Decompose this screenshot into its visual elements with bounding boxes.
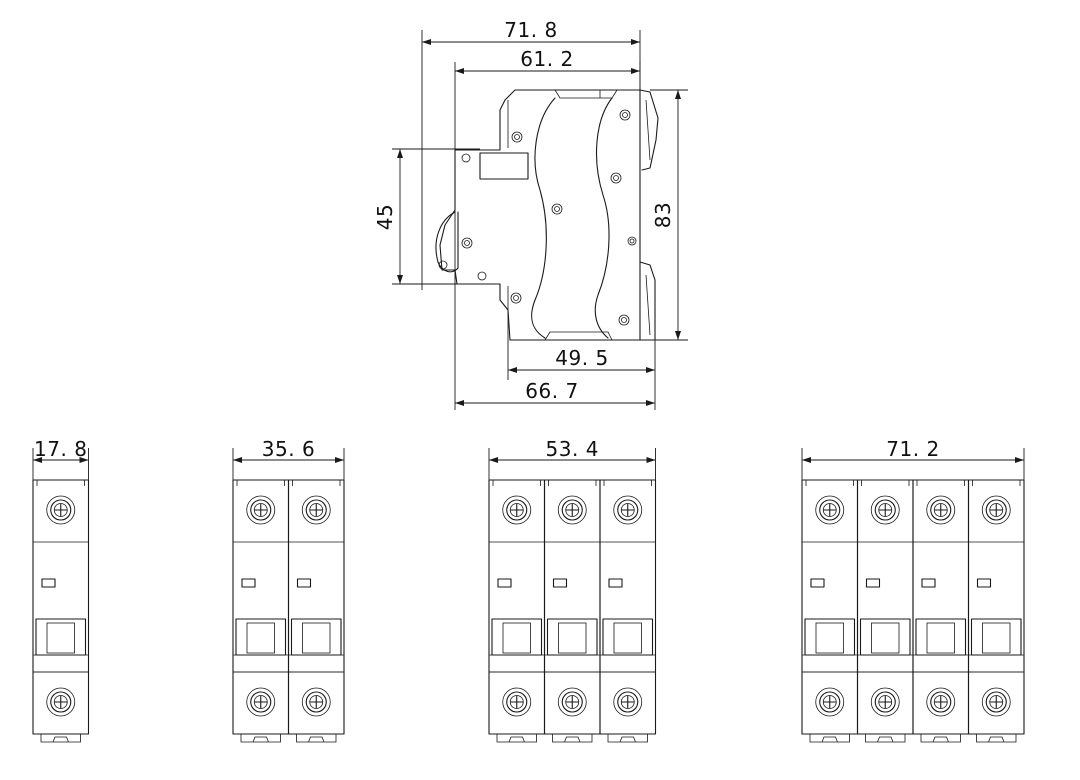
dim-front-width-2-pole: 35. 6 (232, 437, 345, 480)
side-view-din-inner (645, 99, 651, 336)
dim-front-width-label: 71. 2 (886, 437, 939, 461)
breaker-pole (599, 479, 657, 743)
breaker-pole (232, 479, 290, 743)
indicator-window (810, 578, 825, 588)
bottom-terminal-screw-icon (613, 687, 643, 717)
front-view-1-pole: 17. 8 (32, 437, 90, 743)
dim-base-width-label: 49. 5 (555, 346, 608, 370)
dim-window-height-label: 45 (373, 204, 397, 230)
toggle-handle (857, 618, 913, 673)
indicator-window (241, 578, 256, 588)
side-view-top-clip (554, 89, 618, 99)
toggle-handle (233, 618, 289, 673)
dim-base-overall-width: 66. 7 (455, 379, 655, 406)
side-view-outline (439, 89, 641, 341)
din-clip (496, 734, 537, 743)
indicator-window (41, 578, 56, 588)
din-clip (809, 734, 850, 743)
din-clip (552, 734, 593, 743)
toggle-handle (544, 618, 600, 673)
toggle-handle (600, 618, 656, 673)
top-terminal-screw-icon (870, 495, 900, 525)
indicator-window (921, 578, 936, 588)
bottom-terminal-screw-icon (502, 687, 532, 717)
dim-front-width-label: 17. 8 (34, 437, 87, 461)
indicator-window (552, 578, 568, 588)
bottom-terminal-screw-icon (557, 687, 587, 717)
dim-front-width-3-pole: 53. 4 (488, 437, 656, 480)
indicator-window (865, 578, 881, 588)
dim-overall-width: 71. 8 (421, 18, 641, 290)
indicator-window (296, 578, 312, 588)
side-view-lever-pin (438, 260, 448, 270)
bottom-terminal-screw-icon (246, 687, 276, 717)
din-clip (296, 734, 337, 743)
breaker-pole (488, 479, 546, 743)
bottom-terminal-screw-icon (301, 687, 331, 717)
top-terminal-screw-icon (301, 495, 331, 525)
din-clip (607, 734, 648, 743)
breaker-pole (287, 479, 345, 743)
side-view-screws (461, 109, 637, 326)
breaker-pole (856, 479, 914, 743)
toggle-handle (288, 618, 344, 673)
top-terminal-screw-icon (926, 495, 956, 525)
dim-front-width-4-pole: 71. 2 (801, 437, 1025, 480)
front-view-4-pole: 71. 2 (801, 437, 1025, 743)
bottom-terminal-screw-icon (981, 687, 1011, 717)
din-clip (865, 734, 906, 743)
dim-front-width-label: 53. 4 (546, 437, 599, 461)
toggle-handle (913, 618, 969, 673)
side-view-din-clip (639, 89, 659, 341)
breaker-pole (32, 479, 90, 743)
side-view-bottom-clip (544, 331, 613, 341)
toggle-handle (968, 618, 1024, 673)
bottom-terminal-screw-icon (46, 687, 76, 717)
dim-front-width-label: 35. 6 (262, 437, 315, 461)
breaker-pole (543, 479, 601, 743)
indicator-window (976, 578, 992, 588)
indicator-window (608, 578, 623, 588)
din-clip (240, 734, 281, 743)
top-terminal-screw-icon (557, 495, 587, 525)
breaker-pole (912, 479, 970, 743)
top-terminal-screw-icon (502, 495, 532, 525)
breaker-pole (967, 479, 1025, 743)
top-terminal-screw-icon (613, 495, 643, 525)
front-views: 17. 8 35. 6 53. 4 71. 2 (32, 437, 1025, 743)
dim-overall-height-label: 83 (651, 202, 675, 228)
din-clip (40, 734, 81, 743)
top-terminal-screw-icon (815, 495, 845, 525)
indicator-window (497, 578, 512, 588)
dim-body-width: 61. 2 (454, 47, 641, 410)
top-terminal-screw-icon (246, 495, 276, 525)
top-terminal-screw-icon (981, 495, 1011, 525)
din-clip (976, 734, 1017, 743)
side-view: 71. 8 61. 2 45 83 49. 5 (373, 18, 688, 410)
breaker-pole (801, 479, 859, 743)
dim-front-width-1-pole: 17. 8 (32, 437, 89, 480)
dim-overall-height: 83 (650, 89, 688, 341)
side-view-lever (435, 211, 459, 273)
bottom-terminal-screw-icon (926, 687, 956, 717)
top-terminal-screw-icon (46, 495, 76, 525)
dim-base-width: 49. 5 (507, 332, 656, 410)
toggle-handle (33, 618, 89, 673)
side-view-wave-right (594, 97, 613, 339)
dim-window-height: 45 (373, 148, 480, 285)
din-clip (920, 734, 961, 743)
bottom-terminal-screw-icon (815, 687, 845, 717)
front-view-3-pole: 53. 4 (488, 437, 657, 743)
dim-overall-width-label: 71. 8 (504, 18, 557, 42)
toggle-handle (489, 618, 545, 673)
dim-base-overall-width-label: 66. 7 (525, 379, 578, 403)
toggle-handle (802, 618, 858, 673)
bottom-terminal-screw-icon (870, 687, 900, 717)
front-view-2-pole: 35. 6 (232, 437, 345, 743)
side-view-window (479, 152, 529, 180)
dim-body-width-label: 61. 2 (520, 47, 573, 71)
side-view-wave-left (531, 97, 556, 339)
